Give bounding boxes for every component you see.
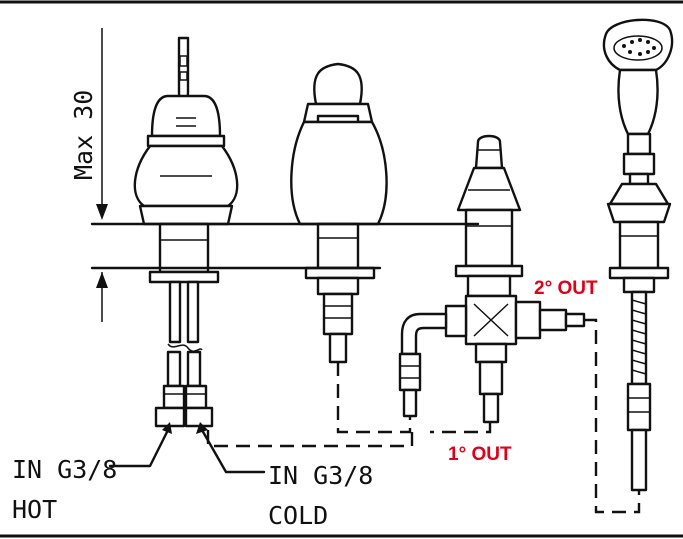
inlet-cold-label-line2: COLD (268, 501, 328, 530)
leader-lines (108, 422, 266, 474)
outlet-secondary-label: 2° OUT (534, 278, 598, 299)
inlet-cold-label-line1: IN G3/8 (268, 461, 373, 490)
outlet-primary-label: 1° OUT (448, 444, 512, 465)
dimension-label: Max 30 (69, 90, 98, 180)
deck-lines (90, 222, 480, 270)
inlet-hot-label-line1: IN G3/8 (12, 455, 117, 484)
dimension-indicator (96, 28, 108, 322)
inlet-hot-label-line2: HOT (12, 495, 57, 524)
diverter (398, 134, 586, 424)
spout (290, 62, 388, 364)
mixer-handle (133, 36, 239, 428)
dashed-connections (206, 318, 641, 514)
hand-shower (602, 18, 674, 492)
